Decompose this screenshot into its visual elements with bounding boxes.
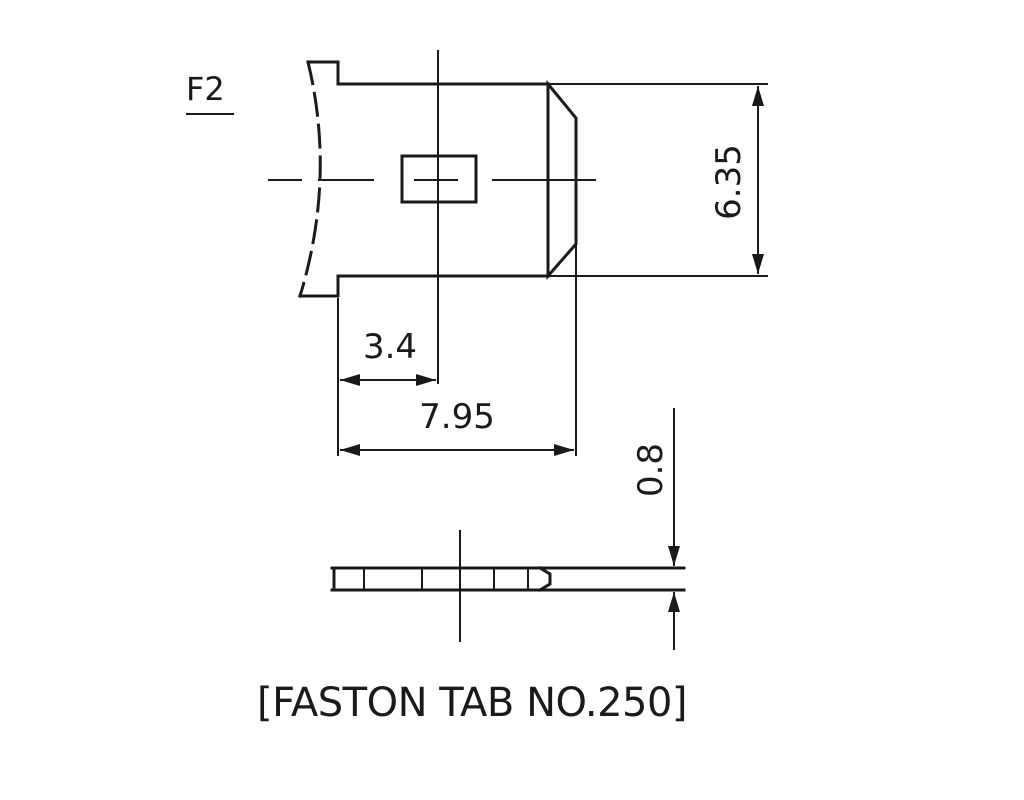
- dim-hole-offset-arrow-left: [340, 374, 360, 386]
- dim-height: 6.35: [548, 83, 768, 277]
- dim-hole-offset: 3.4: [337, 298, 436, 456]
- dim-length-arrow-right: [554, 444, 574, 456]
- dim-height-arrow-top: [752, 86, 764, 106]
- side-tip: [537, 565, 552, 593]
- dim-height-value: 6.35: [709, 144, 749, 220]
- dim-length-value: 7.95: [419, 397, 495, 437]
- dim-hole-offset-arrow-right: [416, 374, 436, 386]
- tab-left-notch-bottom: [298, 274, 340, 298]
- caption: [FASTON TAB NO.250]: [257, 680, 687, 726]
- dim-thickness: 0.8: [631, 408, 680, 650]
- dim-thickness-arrow-top: [668, 546, 680, 566]
- dim-height-arrow-bottom: [752, 254, 764, 274]
- break-line: [298, 60, 322, 298]
- view-label: F2: [186, 70, 234, 115]
- tab-top-view: [268, 50, 596, 384]
- tab-side-view: [330, 530, 686, 642]
- tab-left-notch-top: [306, 60, 340, 86]
- dim-length-arrow-left: [340, 444, 360, 456]
- dim-thickness-value: 0.8: [631, 443, 671, 497]
- dim-hole-offset-value: 3.4: [363, 327, 417, 367]
- view-label-text: F2: [186, 70, 225, 108]
- dim-thickness-arrow-bottom: [668, 592, 680, 612]
- dim-length: 7.95: [340, 244, 577, 456]
